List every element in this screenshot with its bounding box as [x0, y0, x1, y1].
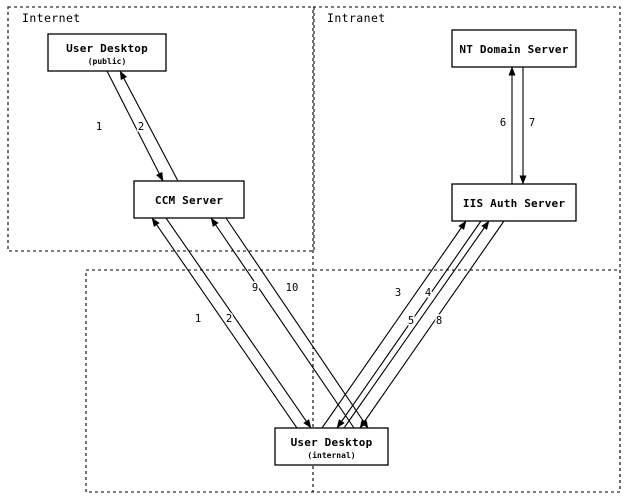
zone-boundary-internal-lan — [85, 269, 621, 493]
node-user-desktop-internal: User Desktop(internal) — [274, 427, 389, 466]
node-nt-domain-server: NT Domain Server — [451, 29, 577, 68]
flow-arrow-flow-2-public — [119, 70, 179, 182]
flow-arrow-flow-1-public — [106, 70, 164, 182]
node-title-iis-auth-server: IIS Auth Server — [463, 197, 566, 210]
step-label-halo-flow-5: 5 — [408, 315, 414, 327]
step-label-flow-7: 7 — [529, 117, 535, 129]
node-subtitle-user-desktop-internal: (internal) — [307, 450, 355, 460]
node-box-user-desktop-public — [47, 33, 167, 72]
flow-arrow-flow-8 — [359, 220, 505, 429]
step-label-halo-flow-3: 3 — [395, 287, 401, 299]
flow-arrows-group — [106, 66, 527, 429]
step-label-halo-flow-7: 7 — [529, 117, 535, 129]
step-label-halo-flow-4: 4 — [425, 287, 431, 299]
step-label-flow-6: 6 — [500, 117, 506, 129]
node-title-user-desktop-public: User Desktop — [66, 42, 148, 55]
step-label-flow-1-internal: 1 — [195, 313, 201, 325]
step-label-halo-flow-10: 10 — [286, 282, 299, 294]
flow-arrow-flow-4 — [336, 220, 482, 429]
node-box-iis-auth-server — [451, 183, 577, 222]
node-box-ccm-server — [133, 180, 245, 219]
step-label-flow-10: 10 — [286, 282, 299, 294]
step-label-halo-flow-8: 8 — [436, 315, 442, 327]
step-label-halo-flow-2-public: 2 — [138, 121, 144, 133]
step-label-halo-flow-6: 6 — [500, 117, 506, 129]
node-title-nt-domain-server: NT Domain Server — [459, 43, 568, 56]
node-ccm-server: CCM Server — [133, 180, 245, 219]
node-title-ccm-server: CCM Server — [155, 194, 223, 207]
node-user-desktop-public: User Desktop(public) — [47, 33, 167, 72]
zone-boundary-internet — [7, 6, 315, 252]
step-label-flow-8: 8 — [436, 315, 442, 327]
step-label-halo-flow-2-internal: 2 — [226, 313, 232, 325]
node-box-nt-domain-server — [451, 29, 577, 68]
flow-arrow-flow-3 — [321, 220, 467, 429]
step-label-flow-3: 3 — [395, 287, 401, 299]
step-label-halo-flow-9: 9 — [252, 282, 258, 294]
zone-boundaries-group: Internet Intranet — [7, 6, 621, 493]
flow-arrow-flow-10 — [225, 217, 369, 429]
flow-arrow-flow-5 — [343, 220, 490, 429]
flow-arrow-flow-9 — [210, 217, 355, 429]
step-label-halo-flow-1-internal: 1 — [195, 313, 201, 325]
step-label-flow-9: 9 — [252, 282, 258, 294]
node-title-user-desktop-internal: User Desktop — [291, 436, 373, 449]
zone-boundary-intranet — [312, 6, 621, 493]
node-box-user-desktop-internal — [274, 427, 389, 466]
node-iis-auth-server: IIS Auth Server — [451, 183, 577, 222]
flow-arrow-flow-1-internal — [151, 217, 298, 429]
zone-label-intranet: Intranet — [327, 11, 386, 25]
node-subtitle-user-desktop-public: (public) — [88, 56, 127, 66]
step-label-flow-1-public: 1 — [96, 121, 102, 133]
step-label-flow-2-public: 2 — [138, 121, 144, 133]
zone-label-internet: Internet — [22, 11, 81, 25]
flow-arrow-flow-2-internal — [165, 217, 312, 429]
step-label-flow-5: 5 — [408, 315, 414, 327]
step-label-halo-flow-1-public: 1 — [96, 121, 102, 133]
step-label-flow-4: 4 — [425, 287, 431, 299]
step-label-flow-2-internal: 2 — [226, 313, 232, 325]
